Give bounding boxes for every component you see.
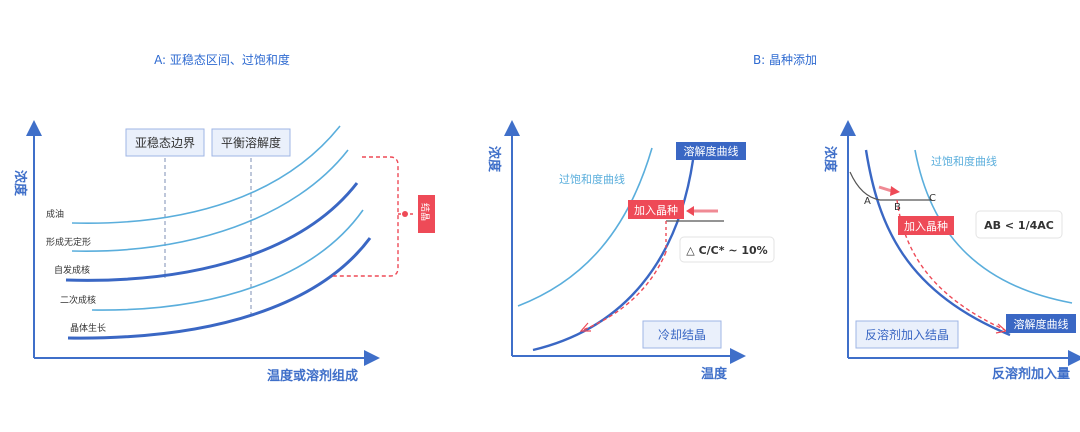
panel-b-antisolvent: 浓度 反溶剂加入量 A B C 过饱和度曲线 加入晶种 AB < 1/4AC 溶…: [822, 120, 1080, 382]
curve-crystal-growth: [67, 237, 372, 340]
b1-mode-box: [642, 320, 722, 349]
curve-oiling: [71, 125, 341, 224]
b1-solubility-tag: [676, 142, 746, 160]
b2-mode-box: [855, 320, 959, 349]
panel-a-y-label: 浓度: [12, 170, 28, 197]
b2-supersat-label: 过饱和度曲线: [931, 154, 997, 168]
b2-supersat-label-bg: [926, 152, 1002, 170]
metastable-box-label: 亚稳态边界: [135, 135, 195, 150]
curve-label-spontaneous: 自发成核: [54, 264, 90, 276]
b2-antisolvent-path: [896, 199, 1006, 331]
metastable-box: [125, 128, 205, 157]
b1-seed-tag: [628, 200, 684, 219]
b2-solubility-label: 溶解度曲线: [1014, 317, 1069, 331]
crystallization-tag-label: 结晶: [419, 203, 431, 221]
curve-secondary-nucleation: [91, 209, 364, 311]
panel-b1-x-label: 温度: [701, 366, 728, 382]
b1-solubility-label: 溶解度曲线: [684, 144, 739, 158]
curve-label-secondary: 二次成核: [60, 294, 96, 306]
b1-supersaturation-curve: [517, 147, 653, 307]
b2-seed-arrow-icon: [890, 186, 900, 196]
b1-supersat-label-bg: [551, 170, 633, 188]
b1-cooling-arrowhead: [579, 322, 591, 332]
panel-a-x-label: 温度或溶剂组成: [267, 368, 358, 384]
b2-supersaturation-curve: [914, 149, 1073, 304]
b1-cooling-path: [582, 251, 667, 331]
b2-seed-tag: [898, 216, 954, 235]
b2-seed-label: 加入晶种: [904, 219, 948, 233]
b1-delta-box: [679, 236, 775, 263]
b2-point-a: A: [864, 196, 871, 207]
curve-label-growth: 晶体生长: [70, 322, 106, 334]
b2-solubility-tag: [1006, 314, 1076, 333]
b1-delta-label: △ C/C* ~ 10%: [686, 244, 767, 257]
b1-seed-label: 加入晶种: [634, 203, 678, 217]
curve-spontaneous-nucleation: [65, 182, 359, 282]
curve-amorphous: [71, 149, 349, 252]
b2-mode-label: 反溶剂加入结晶: [865, 327, 949, 342]
b2-seed-arrow-shaft: [878, 185, 893, 193]
panel-b-cooling: 浓度 温度 过饱和度曲线 溶解度曲线 加入晶种 △ C/C* ~ 10% 冷却结…: [486, 120, 775, 382]
b1-solubility-curve: [532, 159, 695, 352]
curve-label-amorphous: 形成无定形: [46, 236, 91, 248]
b2-point-c: C: [929, 193, 936, 204]
b2-point-b: B: [894, 202, 901, 213]
panel-b1-y-label: 浓度: [486, 146, 502, 173]
curve-label-oiling: 成油: [46, 208, 64, 220]
b1-mode-label: 冷却结晶: [658, 328, 706, 342]
b2-concentration-line: [849, 171, 932, 201]
equilibrium-box: [211, 128, 291, 157]
crystallization-bracket: [330, 156, 399, 277]
b1-supersat-label: 过饱和度曲线: [559, 172, 625, 186]
b2-solubility-curve: [864, 149, 1011, 337]
equilibrium-box-label: 平衡溶解度: [221, 135, 281, 150]
b1-seed-arrow-icon: [686, 206, 694, 216]
panel-b-title: B: 晶种添加: [753, 53, 817, 67]
panel-a: 浓度 温度或溶剂组成 亚稳态边界 平衡溶解度 成油 形成无定形 自发成核 二次成…: [12, 120, 435, 384]
bracket-dot: [402, 211, 408, 217]
panel-a-title: A: 亚稳态区间、过饱和度: [154, 52, 290, 67]
b2-ratio-box: [975, 210, 1063, 239]
panel-b2-x-label: 反溶剂加入量: [992, 366, 1070, 382]
b2-ratio-label: AB < 1/4AC: [984, 219, 1054, 232]
crystallization-tag: [418, 195, 435, 233]
panel-b2-y-label: 浓度: [822, 146, 838, 173]
